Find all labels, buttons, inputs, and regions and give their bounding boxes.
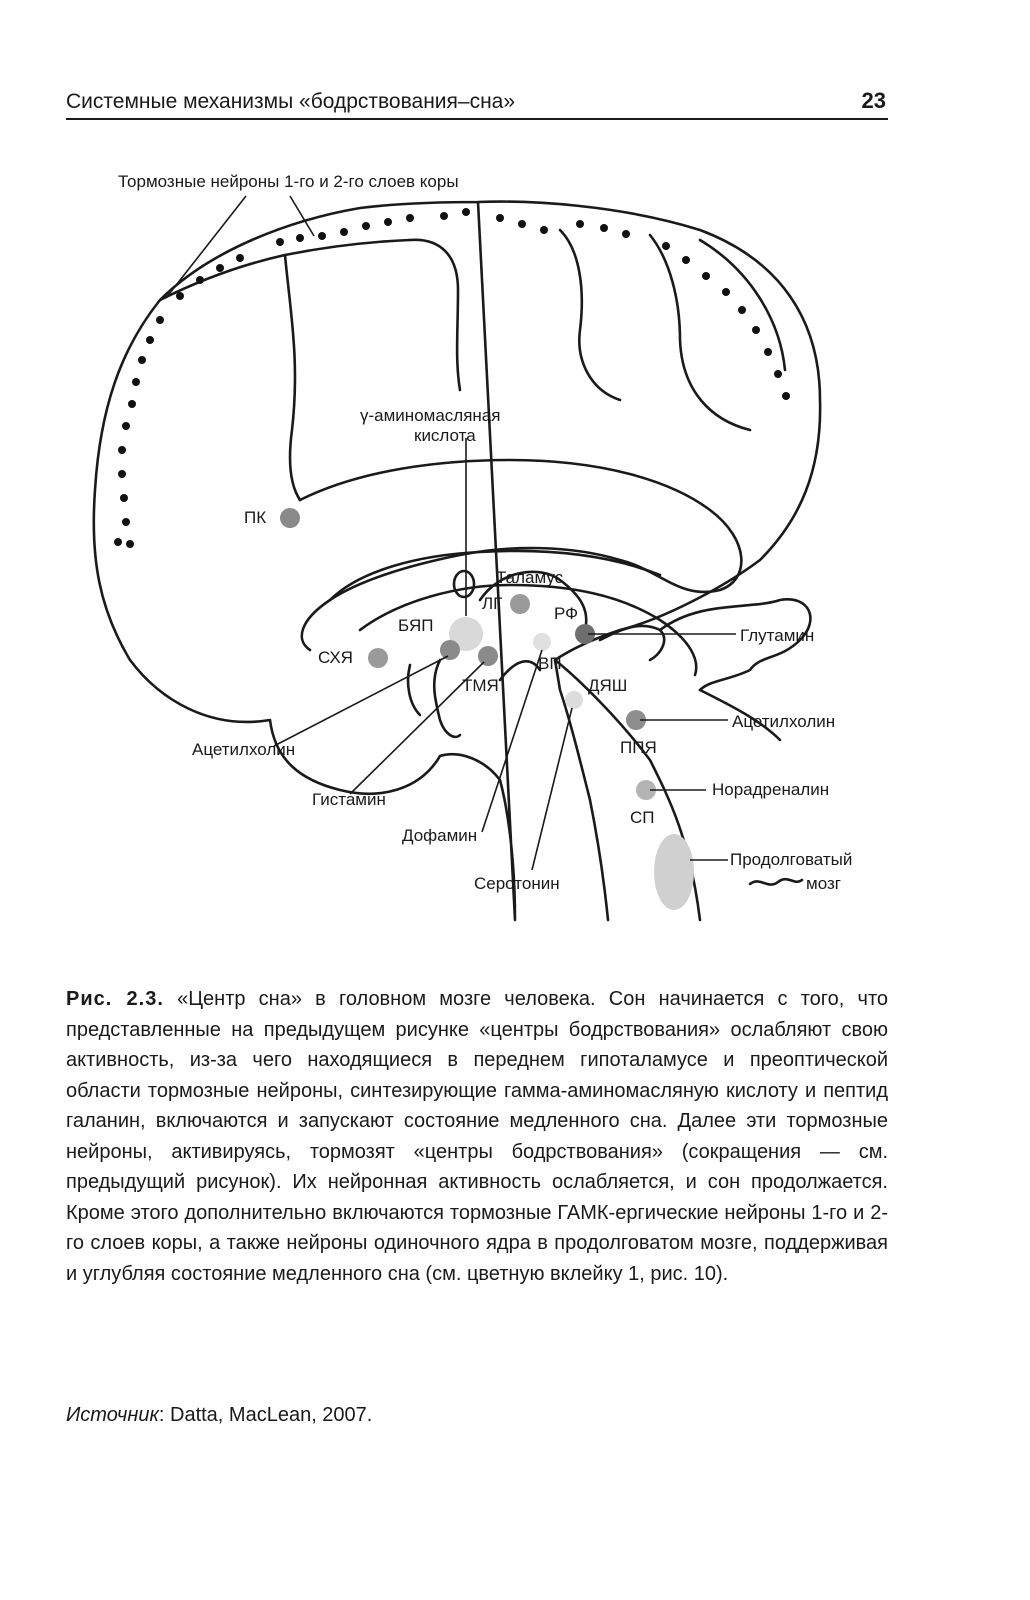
label-acetylcholine-right: Ацетилхолин [732, 712, 835, 732]
source-line: Источник: Datta, MacLean, 2007. [66, 1404, 372, 1427]
label-sp: СП [630, 808, 655, 828]
label-histamine: Гистамин [312, 790, 386, 810]
label-dyash: ДЯШ [588, 676, 627, 696]
label-thalamus: Таламус [496, 568, 563, 588]
caption-text: «Центр сна» в головном мозге человека. С… [66, 988, 888, 1285]
medulla-region [654, 834, 694, 910]
label-ppya: ППЯ [620, 738, 657, 758]
lg-nucleus [510, 594, 530, 614]
label-medulla-line1: Продолговатый [730, 850, 852, 870]
dyash-nucleus [565, 691, 583, 709]
shya-nucleus [368, 648, 388, 668]
label-medulla-line2: мозг [806, 874, 841, 894]
figure-number: Рис. 2.3. [66, 988, 164, 1010]
label-vp: ВП [538, 654, 562, 674]
pk-nucleus [280, 508, 300, 528]
label-glutamate: Глутамин [740, 626, 814, 646]
tmya-nucleus [478, 646, 498, 666]
source-text: : Datta, MacLean, 2007. [159, 1404, 372, 1426]
source-label: Источник [66, 1404, 159, 1426]
label-acetylcholine-left: Ацетилхолин [192, 740, 295, 760]
label-serotonin: Серотонин [474, 874, 560, 894]
label-noradrenaline: Норадреналин [712, 780, 829, 800]
nuclei [280, 508, 694, 910]
page-number: 23 [862, 88, 886, 114]
label-pk: ПК [244, 508, 266, 528]
label-cortex-neurons: Тормозные нейроны 1-го и 2-го слоев коры [118, 172, 459, 192]
label-lg: ЛГ [482, 594, 502, 614]
vp-nucleus [533, 633, 551, 651]
label-gaba-line2: кислота [414, 426, 476, 446]
label-rf: РФ [554, 604, 578, 624]
acetylcholine-nucleus-left [440, 640, 460, 660]
label-shya: СХЯ [318, 648, 353, 668]
running-header: Системные механизмы «бодрствования–сна» … [66, 88, 888, 120]
running-header-title: Системные механизмы «бодрствования–сна» [66, 90, 515, 114]
label-gaba-line1: γ-аминомасляная [360, 406, 500, 426]
label-dopamine: Дофамин [402, 826, 477, 846]
leader-lines [166, 196, 736, 870]
label-byap: БЯП [398, 616, 433, 636]
brain-diagram [60, 160, 910, 940]
brain-figure: Тормозные нейроны 1-го и 2-го слоев коры… [60, 160, 910, 940]
label-tmya: ТМЯ [462, 676, 499, 696]
figure-caption: Рис. 2.3. «Центр сна» в головном мозге ч… [66, 984, 888, 1289]
